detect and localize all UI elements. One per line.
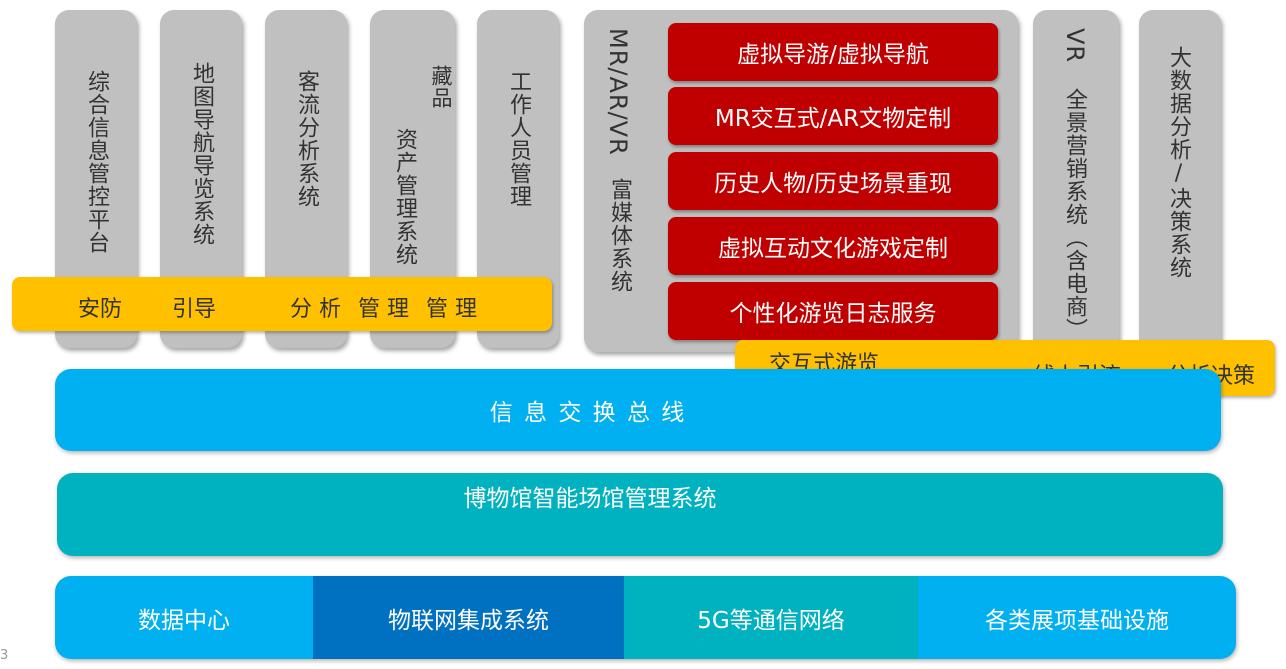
info-exchange-bus: 信 息 交 换 总 线 <box>55 369 1221 451</box>
infrastructure-bar: 数据中心 物联网集成系统 5G等通信网络 各类展项基础设施 <box>55 576 1236 659</box>
infra-iot: 物联网集成系统 <box>313 576 624 659</box>
infra-5g: 5G等通信网络 <box>624 576 918 659</box>
page-number: 3 <box>0 648 9 663</box>
mr-panel-title: MR/AR/VR <box>604 28 632 156</box>
vr-label: 全景营销系统（含电商） <box>1062 88 1087 341</box>
band-label: 分 析 <box>290 297 341 322</box>
mgmt-label: 博物馆智能场馆管理系统 <box>463 486 717 512</box>
column-vr-marketing: VR 全景营销系统（含电商） <box>1033 10 1119 355</box>
infra-data-center: 数据中心 <box>138 607 230 634</box>
mr-panel-subtitle: 富媒体系统 <box>607 178 632 293</box>
bigdata-label: 大数据分析/决策系统 <box>1166 46 1191 279</box>
band-label: 引导 <box>172 297 217 322</box>
column-label: 资产管理系统 <box>392 128 417 266</box>
mr-item: MR交互式/AR文物定制 <box>668 87 998 145</box>
collection-label: 藏品 <box>429 65 453 109</box>
column-label: 综合信息管控平台 <box>84 70 109 254</box>
left-capability-band: 安防 引导 分 析 管 理 管 理 <box>12 277 552 331</box>
column-label: 工作人员管理 <box>506 70 531 208</box>
band-label: 管 理 <box>426 297 477 322</box>
infra-exhibits: 各类展项基础设施 <box>985 607 1169 634</box>
mr-item: 个性化游览日志服务 <box>668 282 998 340</box>
bus-label: 信 息 交 换 总 线 <box>489 400 687 426</box>
column-label: 地图导航导览系统 <box>189 62 214 246</box>
column-bigdata: 大数据分析/决策系统 <box>1139 10 1221 355</box>
column-label: 客流分析系统 <box>294 70 319 208</box>
band-label: 管 理 <box>358 297 409 322</box>
vr-title: VR <box>1061 28 1089 64</box>
mr-item: 虚拟导游/虚拟导航 <box>668 23 998 81</box>
band-label: 安防 <box>78 297 123 322</box>
mr-item: 历史人物/历史场景重现 <box>668 152 998 210</box>
museum-management-system: 博物馆智能场馆管理系统 <box>57 473 1223 556</box>
mr-item: 虚拟互动文化游戏定制 <box>668 217 998 275</box>
